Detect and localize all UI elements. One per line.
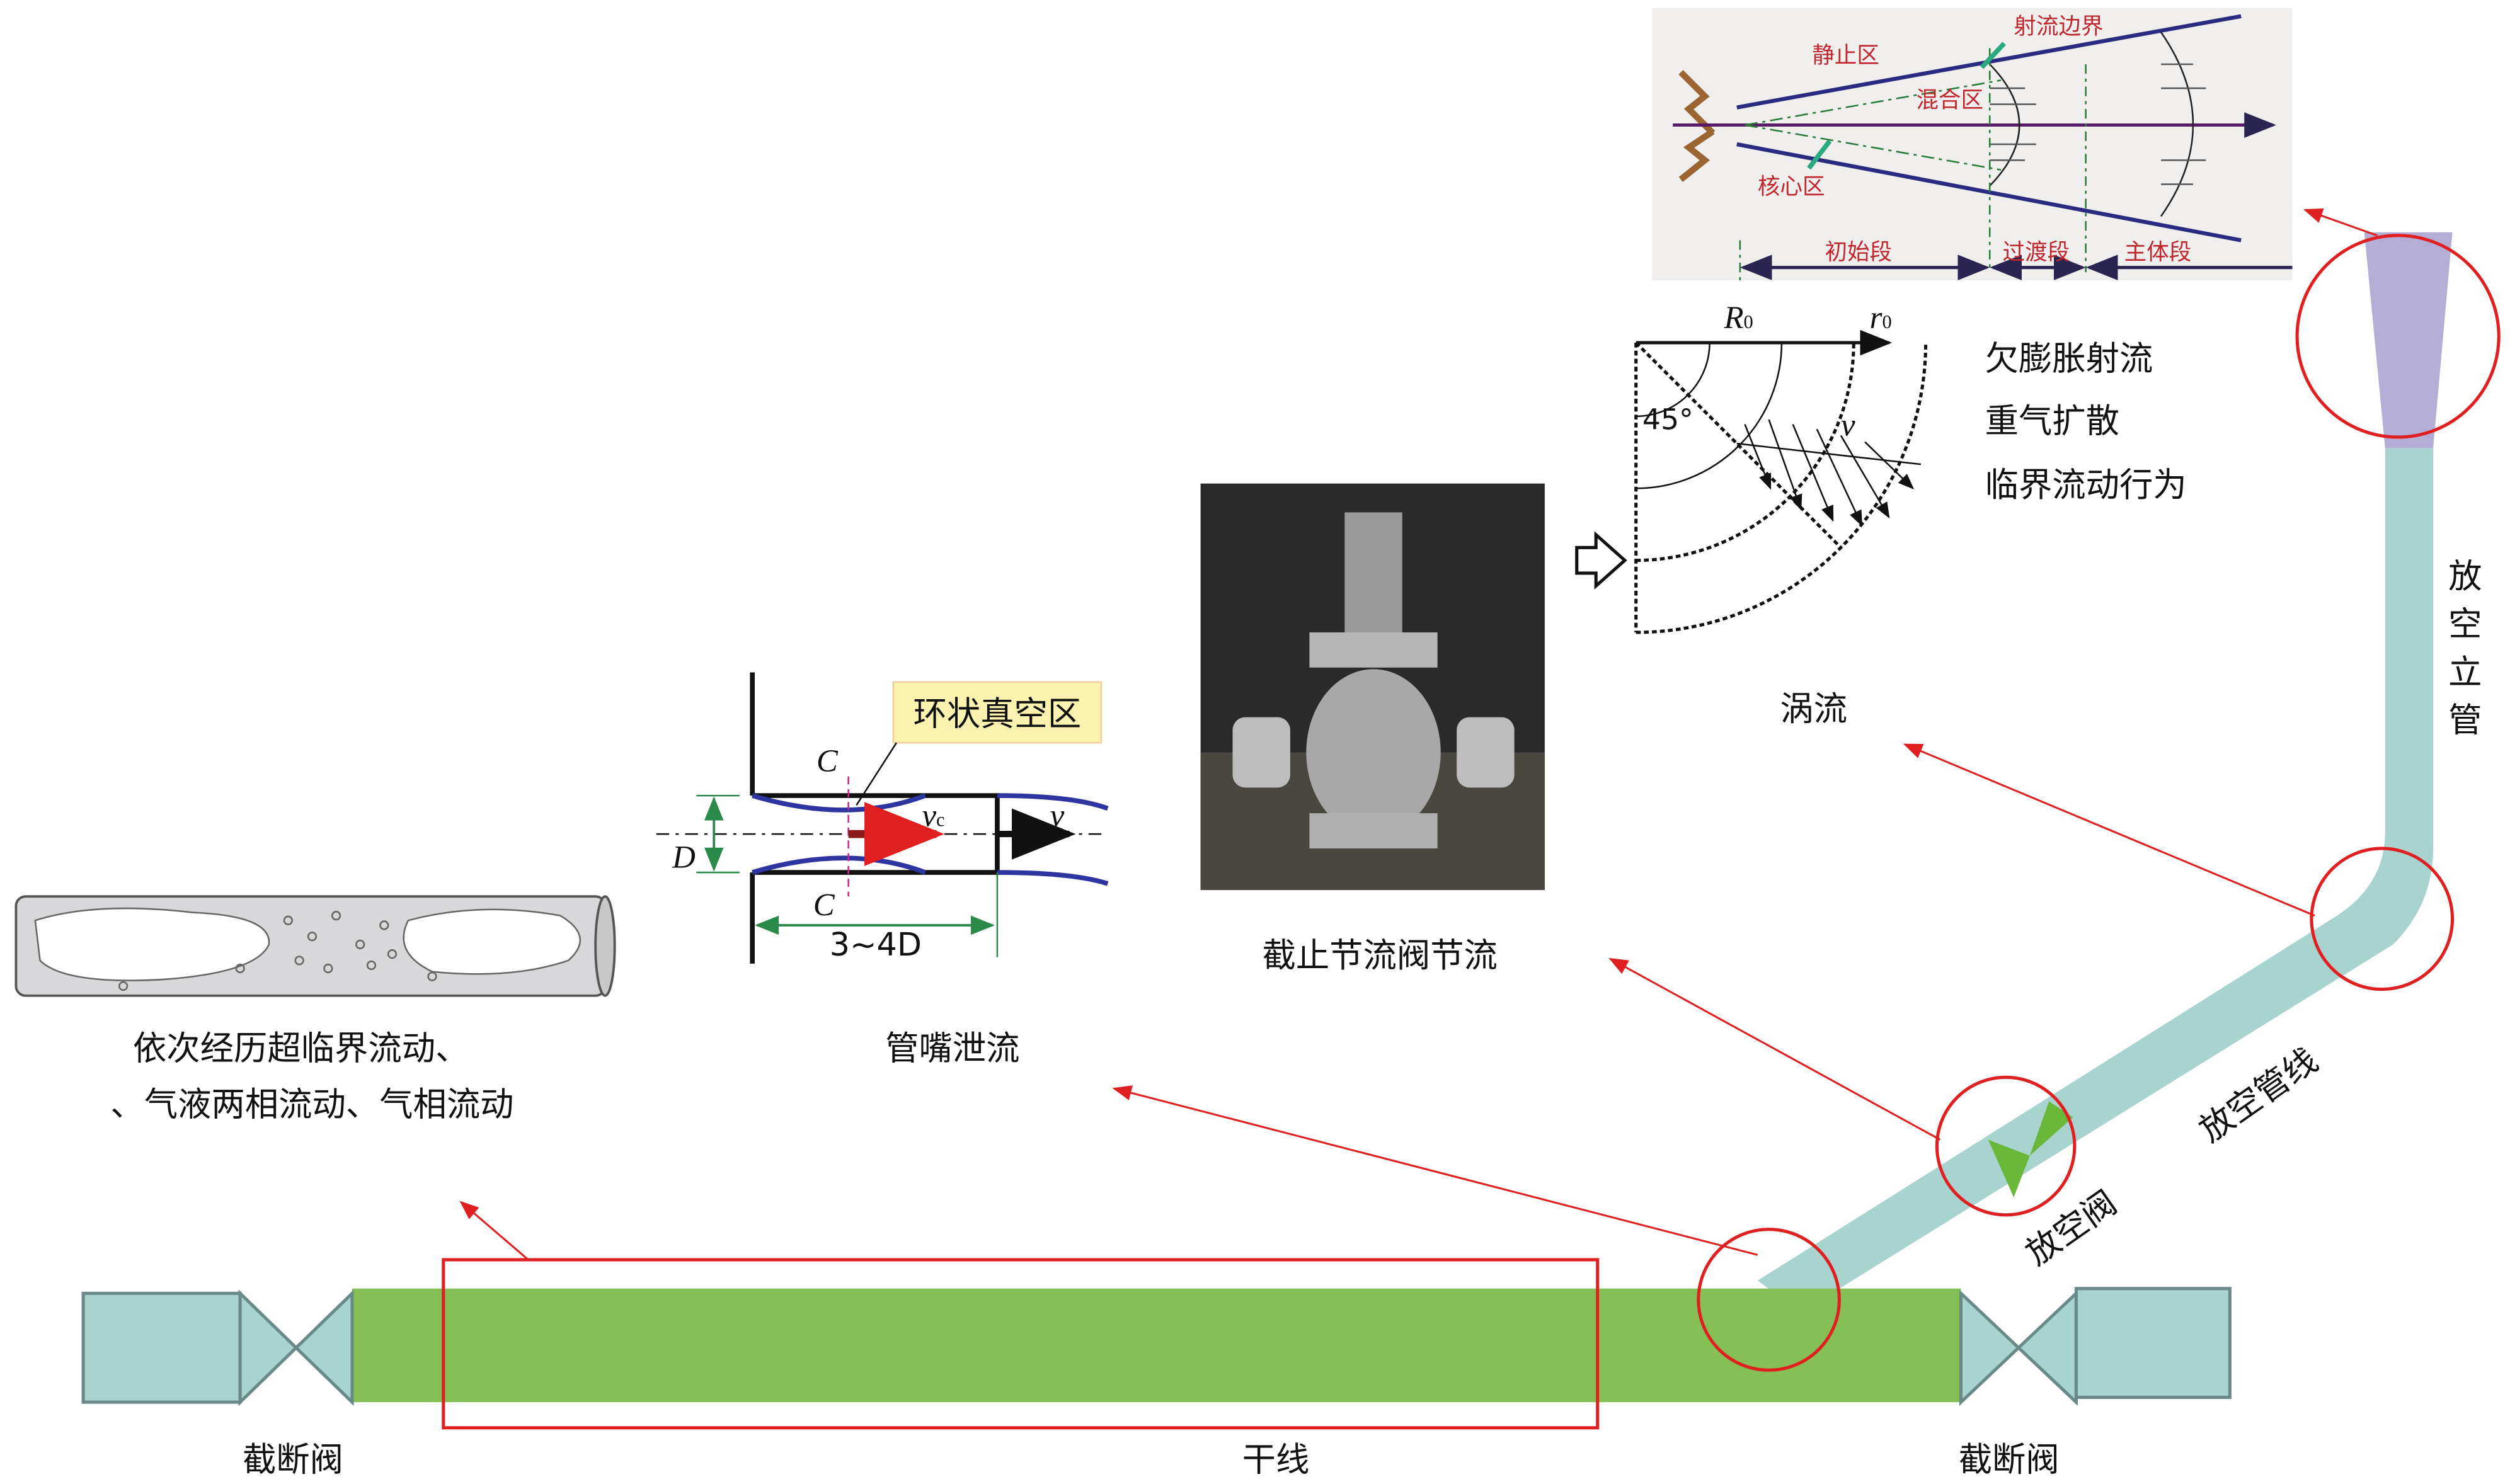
vortex-diagram [1575, 329, 1928, 634]
svg-text:管: 管 [2448, 700, 2482, 739]
pipe-section-caption-2: 、气液两相流动、气相流动 [110, 1084, 513, 1124]
behavior-2: 重气扩散 [1985, 401, 2119, 440]
transition-segment-label: 过渡段 [2003, 239, 2070, 265]
label-c-top: C [817, 743, 839, 779]
svg-text:空: 空 [2448, 604, 2482, 644]
vent-stack-label: 放 空 立 管 [2448, 556, 2482, 740]
vent-system [81, 232, 2453, 1407]
jet-structure-diagram [1652, 8, 2293, 280]
shutoff-valve-right-label: 截断阀 [1959, 1439, 2060, 1479]
pipe-section-illustration [14, 895, 616, 997]
shutoff-valve-left-label: 截断阀 [243, 1439, 343, 1479]
behavior-3: 临界流动行为 [1985, 465, 2187, 505]
label-vortex-v: v [1841, 407, 1855, 442]
label-c-bottom: C [813, 888, 835, 923]
label-v: v [1050, 797, 1065, 833]
trunk-label: 干线 [1242, 1439, 1310, 1479]
vortex-caption: 涡流 [1780, 689, 1847, 729]
label-r-small: r0 [1870, 300, 1892, 335]
svg-text:放: 放 [2448, 556, 2482, 596]
nozzle-diagram [656, 672, 1109, 964]
vent-valve-label: 放空阀 [2019, 1183, 2124, 1273]
trunk-line [352, 1288, 1961, 1403]
still-zone-label: 静止区 [1812, 42, 1879, 68]
initial-segment-label: 初始段 [1825, 239, 1893, 265]
nozzle-caption: 管嘴泄流 [885, 1028, 1019, 1068]
label-vc: vc [922, 797, 945, 833]
jet-boundary-label: 射流边界 [2014, 14, 2103, 40]
main-segment-label: 主体段 [2124, 239, 2192, 265]
pipe-section-caption-1: 依次经历超临界流动、 [133, 1028, 469, 1068]
highlights [442, 208, 2501, 1430]
svg-text:立: 立 [2448, 652, 2482, 692]
label-r-big: R0 [1723, 300, 1753, 335]
length-label: 3~4D [830, 926, 922, 963]
label-d: D [672, 839, 696, 874]
label-angle: 45° [1642, 402, 1693, 436]
valve-photo-caption: 截止节流阀节流 [1262, 935, 1497, 975]
behavior-1: 欠膨胀射流 [1985, 338, 2153, 378]
mixing-zone-label: 混合区 [1916, 88, 1983, 113]
core-zone-label: 核心区 [1758, 174, 1825, 200]
globe-valve-photo [1200, 483, 1545, 891]
annular-vacuum-callout: 环状真空区 [914, 693, 1082, 733]
